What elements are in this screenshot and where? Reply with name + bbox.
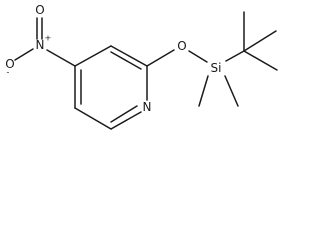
bond-tbu-methyl-3	[243, 50, 278, 71]
bond-nitro-n-o-minus	[14, 48, 34, 61]
bond-ring-c3-c2-inner	[110, 51, 142, 70]
bond-tbu-methyl-2	[243, 30, 277, 52]
atom-label-nitro-o-double: O	[35, 3, 44, 17]
bond-ring-c6-c5	[74, 107, 112, 130]
molecule-drawing: O - N + O N O Si	[5, 3, 278, 130]
bond-nitro-n-ring	[46, 49, 76, 67]
bond-si-methyl-2	[224, 75, 239, 107]
atom-label-si: Si	[211, 61, 222, 75]
structure-diagram: O - N + O N O Si	[5, 3, 278, 130]
charge-label-nitro-n: +	[45, 34, 52, 43]
atom-label-ether-o: O	[177, 39, 186, 53]
bond-c2-o	[146, 49, 175, 67]
bond-ring-n-c6	[110, 111, 142, 130]
bond-ring-c4-c3	[74, 45, 112, 67]
bond-o-si	[188, 50, 208, 63]
bond-si-tbu	[225, 50, 245, 62]
charge-label-nitro-o-minus: -	[7, 68, 10, 77]
atom-label-ring-n: N	[143, 100, 152, 114]
bond-ring-c3-c2	[110, 45, 148, 67]
atom-label-nitro-o-minus: O	[5, 57, 14, 71]
bond-si-methyl-1	[198, 75, 209, 107]
atom-label-nitro-n: N	[36, 38, 45, 52]
bond-ring-n-c6-inner	[110, 105, 138, 123]
